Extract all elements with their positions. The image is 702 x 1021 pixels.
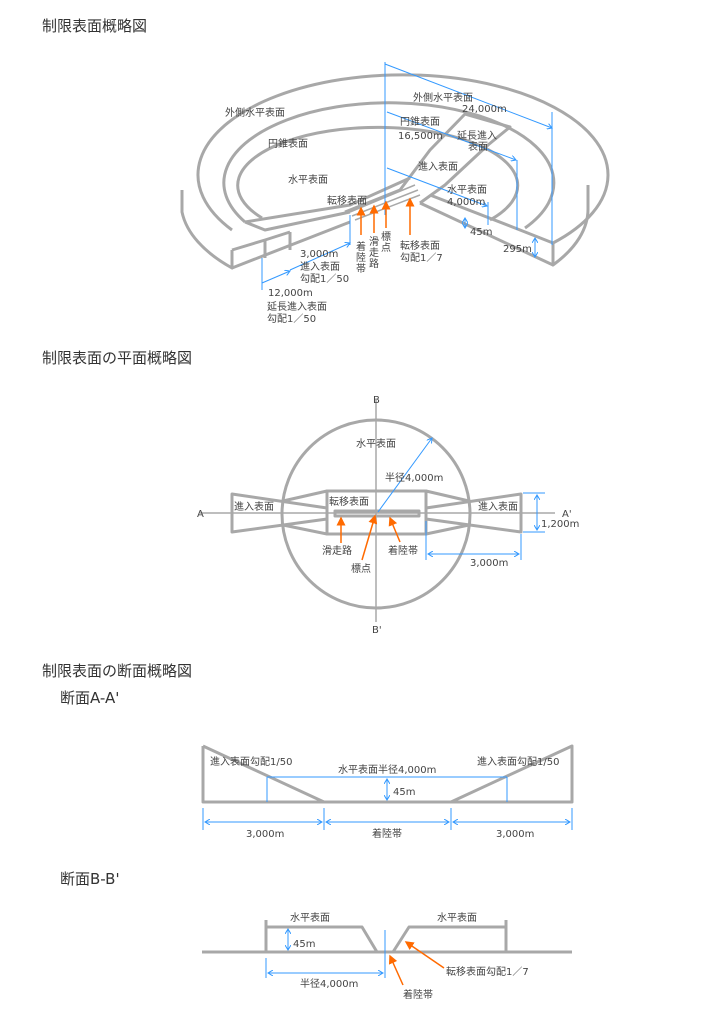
label-runway-v: 路 — [369, 257, 379, 270]
label-ext-surface: 延長進入表面 — [267, 300, 327, 313]
section-bb-diagram: 水平表面 水平表面 45m 半径4,000m 転移表面勾配1／7 着陸帯 — [202, 911, 572, 1001]
label-landing-strip-v: 陸 — [356, 251, 366, 264]
heading-section: 制限表面の断面概略図 — [42, 662, 192, 680]
label-approach-left: 進入表面 — [234, 500, 274, 513]
label-transitional-slope: 勾配1／7 — [400, 251, 443, 264]
label-outer-horizontal-right: 外側水平表面 — [413, 91, 473, 104]
label-landing-strip: 着陸帯 — [388, 544, 418, 557]
outer-ring-edge — [196, 73, 610, 245]
label-reference-point-v: 標 — [381, 230, 391, 243]
label-length: 3,000m — [470, 558, 508, 569]
label-height: 45m — [393, 787, 415, 798]
label-landing-strip-v: 着 — [356, 240, 366, 253]
plan-diagram: B B' A A' 水平表面 半径4,000m 転移表面 進入表面 進入表面 1… — [197, 395, 579, 636]
label-height: 45m — [293, 939, 315, 950]
label-outer-horizontal-left: 外側水平表面 — [225, 106, 285, 119]
label-approach: 進入表面 — [418, 160, 458, 173]
label-height-295: 295m — [503, 244, 532, 255]
label-horizontal-radius: 4,000m — [447, 197, 485, 208]
label-conical-radius: 16,500m — [398, 131, 443, 142]
label-conical-left: 円錐表面 — [268, 137, 308, 150]
label-right-length: 3,000m — [496, 829, 534, 840]
horizontal-edge — [236, 125, 520, 222]
approach-left — [230, 492, 329, 534]
horizontal-surface-circle — [280, 418, 472, 610]
heading-section-aa: 断面A-A' — [60, 689, 119, 707]
label-radius: 半径4,000m — [300, 977, 358, 990]
label-horizontal-right: 水平表面 — [447, 183, 487, 196]
label-outer-radius: 24,000m — [462, 104, 507, 115]
label-height-45: 45m — [470, 227, 492, 238]
label-b: B — [373, 395, 380, 406]
label-horizontal: 水平表面 — [356, 437, 396, 450]
label-b-prime: B' — [372, 625, 382, 636]
label-transitional: 転移表面勾配1／7 — [446, 965, 529, 978]
label-radius: 半径4,000m — [385, 471, 443, 484]
label-reference-point-v: 点 — [381, 242, 391, 254]
heading-plan: 制限表面の平面概略図 — [42, 349, 192, 367]
overview-diagram: 外側水平表面 外側水平表面 24,000m 円錐表面 円錐表面 16,500m … — [180, 62, 610, 325]
label-ext-length: 12,000m — [268, 288, 313, 299]
conical-edge — [222, 101, 556, 230]
label-transitional: 転移表面 — [327, 194, 367, 207]
label-extended-approach-2: 表面 — [468, 140, 488, 153]
section-aa-diagram: 進入表面勾配1/50 進入表面勾配1/50 水平表面半径4,000m 45m 3… — [201, 744, 574, 840]
label-landing-strip: 着陸帯 — [372, 827, 402, 840]
label-horizontal-left: 水平表面 — [288, 173, 328, 186]
label-landing-strip: 着陸帯 — [403, 988, 433, 1001]
approach-surface — [344, 112, 512, 214]
label-approach-left: 進入表面勾配1/50 — [210, 755, 292, 768]
label-a-prime: A' — [562, 509, 572, 520]
label-approach-right: 進入表面勾配1/50 — [477, 755, 559, 768]
heading-overview: 制限表面概略図 — [42, 17, 147, 35]
label-runway: 滑走路 — [322, 544, 352, 557]
label-approach-surface: 進入表面 — [300, 260, 340, 273]
heading-section-bb: 断面B-B' — [60, 870, 120, 888]
label-reference-point: 標点 — [351, 562, 371, 575]
approach-right — [424, 492, 523, 534]
label-horizontal-left: 水平表面 — [290, 911, 330, 924]
label-transitional-surface: 転移表面 — [400, 239, 440, 252]
label-left-length: 3,000m — [246, 829, 284, 840]
label-approach-slope: 勾配1／50 — [300, 272, 349, 285]
label-extended-approach-1: 延長進入 — [457, 130, 497, 142]
label-horizontal-right: 水平表面 — [437, 911, 477, 924]
label-width: 1,200m — [541, 519, 579, 530]
label-conical-right: 円錐表面 — [400, 115, 440, 128]
label-horizontal: 水平表面半径4,000m — [338, 763, 436, 776]
label-approach-right: 進入表面 — [478, 500, 518, 513]
label-runway-v: 走 — [369, 247, 379, 259]
label-runway-v: 滑 — [369, 236, 379, 248]
label-a: A — [197, 509, 204, 520]
label-approach-length: 3,000m — [300, 249, 338, 260]
label-landing-strip-v: 帯 — [356, 262, 366, 275]
label-ext-slope: 勾配1／50 — [267, 312, 316, 325]
label-transitional: 転移表面 — [329, 495, 369, 508]
